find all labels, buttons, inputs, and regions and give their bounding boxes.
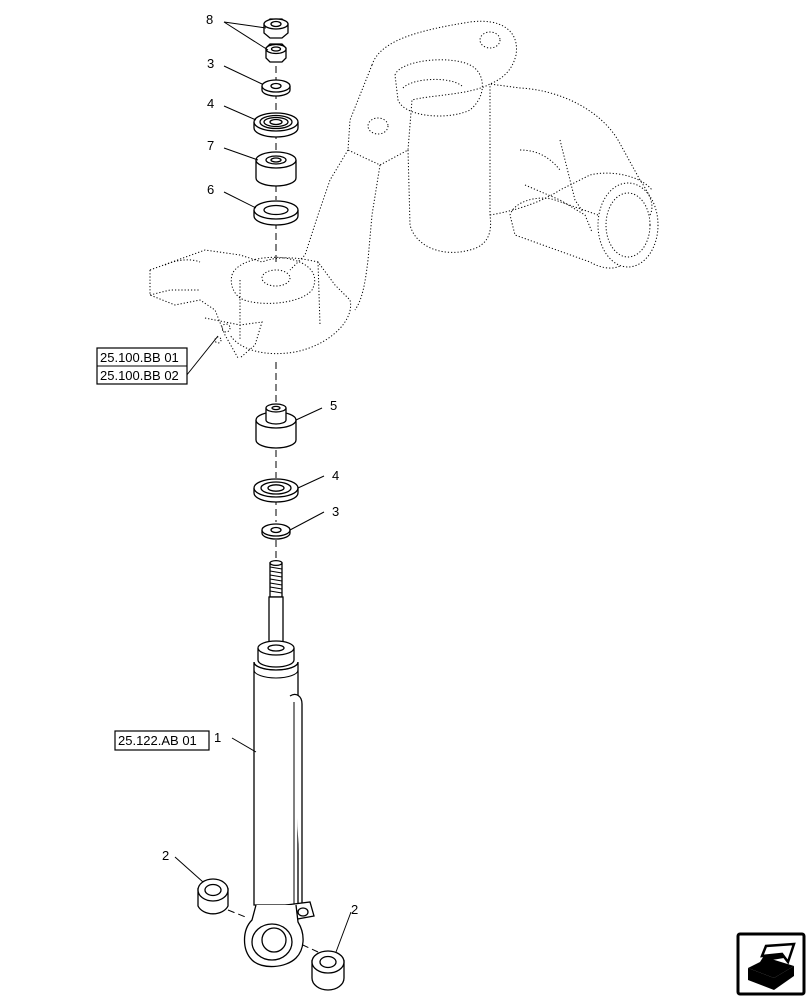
part-3-washer-bottom — [261, 523, 291, 540]
reference-25-100-bb-01[interactable]: 25.100.BB 01 — [100, 350, 179, 365]
callout-3-bottom: 3 — [332, 504, 339, 519]
callout-2-right: 2 — [351, 902, 358, 917]
reference-25-122-ab-01[interactable]: 25.122.AB 01 — [118, 733, 197, 748]
part-4-seal-top — [253, 112, 299, 138]
callout-6: 6 — [207, 182, 214, 197]
callout-3-top: 3 — [207, 56, 214, 71]
part-6-bearing-cup — [253, 200, 299, 226]
part-3-washer-top — [261, 79, 291, 97]
part-2-bushing-left — [197, 878, 229, 915]
part-4-seal-bottom — [253, 478, 299, 503]
callout-5: 5 — [330, 398, 337, 413]
reference-box-bb[interactable]: 25.100.BB 01 25.100.BB 02 — [96, 347, 188, 385]
part-5-bushing — [255, 403, 297, 449]
part-8-nuts — [263, 18, 289, 63]
reference-box-ab[interactable]: 25.122.AB 01 — [114, 730, 210, 751]
steering-knuckle-outline — [149, 20, 659, 359]
callout-2-left: 2 — [162, 848, 169, 863]
part-2-bushing-right — [311, 950, 345, 991]
callout-1: 1 — [214, 730, 221, 745]
callout-8: 8 — [206, 12, 213, 27]
next-page-arrow-icon[interactable] — [736, 932, 806, 996]
leader-lines — [174, 21, 352, 953]
part-1-steering-cylinder — [243, 559, 315, 968]
callout-numbers: 8 3 4 7 6 5 4 3 1 2 2 — [162, 12, 358, 917]
callout-4-bottom: 4 — [332, 468, 339, 483]
reference-25-100-bb-02[interactable]: 25.100.BB 02 — [100, 368, 179, 383]
callout-4-top: 4 — [207, 96, 214, 111]
callout-7: 7 — [207, 138, 214, 153]
part-7-bearing — [255, 151, 297, 187]
